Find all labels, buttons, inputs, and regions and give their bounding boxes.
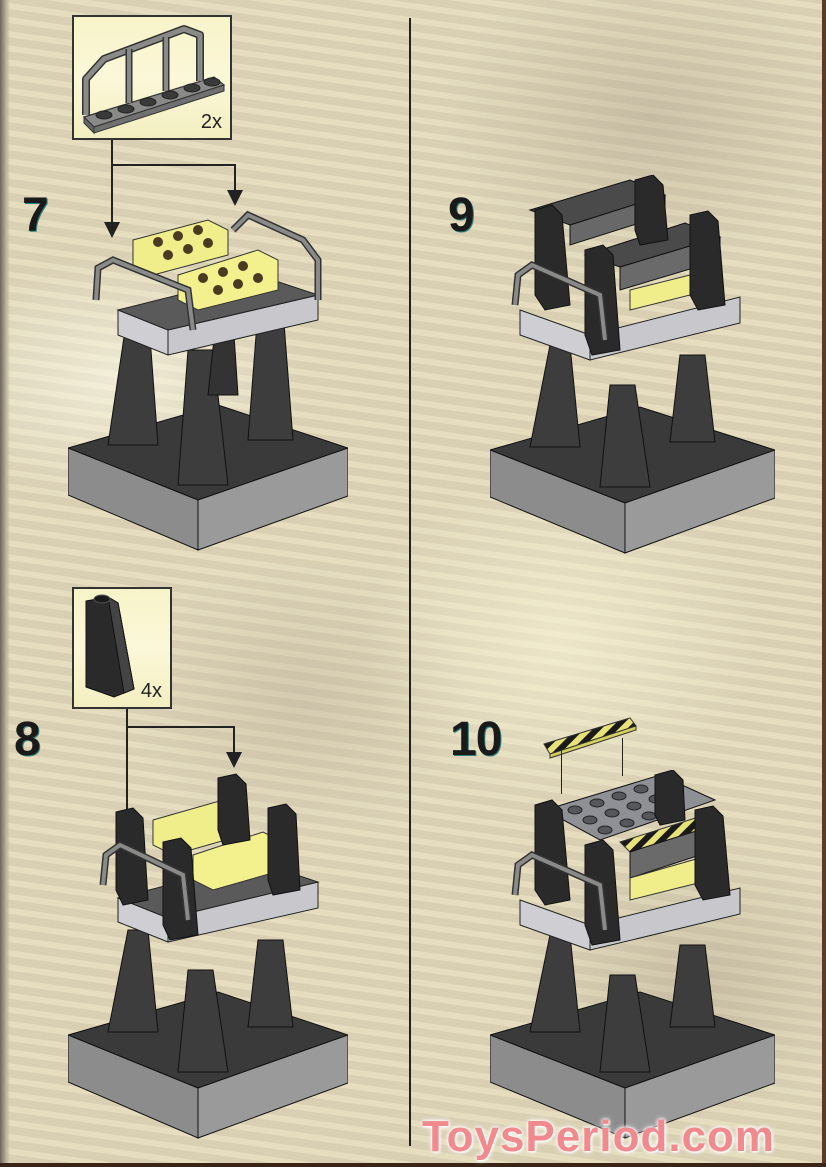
tower-model-step-8 bbox=[68, 773, 348, 1139]
step-number: 8 bbox=[14, 713, 41, 766]
page-edge bbox=[822, 0, 826, 1167]
step-number: 9 bbox=[448, 189, 475, 242]
assembly-arrow bbox=[233, 726, 235, 752]
step-number: 10 bbox=[450, 713, 502, 766]
tower-model-step-7 bbox=[68, 210, 348, 551]
arrow-head-icon bbox=[104, 222, 120, 238]
column-divider bbox=[409, 18, 411, 1146]
tower-model-step-10 bbox=[490, 770, 775, 1139]
part-quantity: 2x bbox=[200, 111, 222, 133]
assembly-arrow bbox=[126, 709, 128, 839]
assembly-arrow bbox=[561, 748, 562, 794]
step-number: 7 bbox=[22, 189, 49, 242]
railing-part-icon bbox=[82, 25, 226, 135]
slope-brick-part-icon bbox=[85, 594, 135, 698]
assembly-arrow bbox=[126, 726, 234, 728]
parts-callout-step-7: 2x bbox=[72, 15, 232, 140]
assembly-arrow bbox=[111, 140, 113, 225]
watermark: ToysPeriod.com bbox=[422, 1112, 776, 1161]
hazard-tile-part-icon bbox=[543, 717, 637, 759]
tower-model-step-9 bbox=[490, 175, 775, 554]
page-edge-bottom bbox=[0, 1163, 826, 1167]
assembly-arrow bbox=[111, 164, 235, 166]
arrow-head-icon bbox=[227, 190, 243, 206]
assembly-arrow bbox=[234, 164, 236, 194]
arrow-head-icon bbox=[226, 752, 242, 768]
part-quantity: 4x bbox=[140, 680, 162, 702]
assembly-arrow bbox=[622, 738, 623, 776]
page-spine-shadow bbox=[0, 0, 10, 1167]
parts-callout-step-8: 4x bbox=[72, 587, 172, 709]
